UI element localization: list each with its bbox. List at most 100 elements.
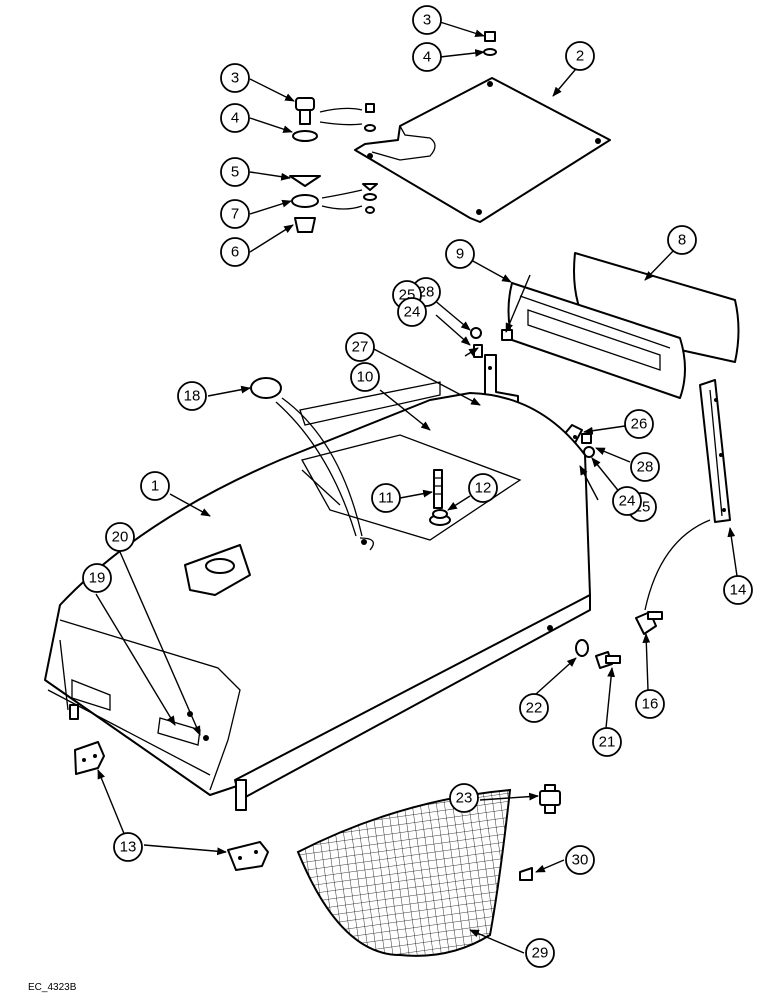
callout-number: 30 <box>572 852 589 869</box>
callout-number: 7 <box>231 206 239 223</box>
callout-circle <box>113 832 143 862</box>
bolt-washer-stack <box>289 97 378 233</box>
callout-number: 18 <box>184 388 201 405</box>
callout-number: 20 <box>112 529 129 546</box>
callout-circle <box>412 5 442 35</box>
callout-circle <box>177 381 207 411</box>
callout-7: 7 <box>220 199 250 229</box>
callout-24: 24 <box>612 486 642 516</box>
callout-circle <box>612 486 642 516</box>
callout-22: 22 <box>519 693 549 723</box>
callout-number: 19 <box>89 570 106 587</box>
callout-circle <box>220 103 250 133</box>
callout-circle <box>565 845 595 875</box>
callout-number: 24 <box>619 493 636 510</box>
callout-circle <box>624 409 654 439</box>
callout-number: 13 <box>120 839 137 856</box>
callout-number: 23 <box>456 790 473 807</box>
callout-19: 19 <box>82 563 112 593</box>
callout-29: 29 <box>525 938 555 968</box>
callout-number: 9 <box>456 246 464 263</box>
callout-11: 11 <box>371 483 401 513</box>
callout-6: 6 <box>220 237 250 267</box>
callout-circle <box>220 157 250 187</box>
callout-3: 3 <box>412 5 442 35</box>
callout-number: 22 <box>526 700 543 717</box>
callout-14: 14 <box>723 575 753 605</box>
callout-24: 24 <box>397 297 427 327</box>
callout-circle <box>592 727 622 757</box>
cover-plate <box>354 77 611 223</box>
drawing-reference: EC_4323B <box>28 982 77 993</box>
callout-8: 8 <box>667 225 697 255</box>
callout-5: 5 <box>220 157 250 187</box>
callout-4: 4 <box>412 42 442 72</box>
callout-circle <box>723 575 753 605</box>
callout-circle <box>397 297 427 327</box>
side-panel <box>644 379 731 611</box>
callout-circle <box>350 362 380 392</box>
callout-number: 8 <box>678 232 686 249</box>
hood <box>44 381 591 811</box>
callout-30: 30 <box>565 845 595 875</box>
bolt-and-washer-set <box>575 611 663 669</box>
callout-10: 10 <box>350 362 380 392</box>
callout-circle <box>140 471 170 501</box>
callout-circle <box>220 63 250 93</box>
callout-12: 12 <box>468 473 498 503</box>
air-duct <box>507 282 686 399</box>
callout-number: 4 <box>231 110 239 127</box>
mounting-clips <box>74 741 269 871</box>
callout-13: 13 <box>113 832 143 862</box>
callout-circle <box>630 452 660 482</box>
callout-circle <box>667 225 697 255</box>
callout-circle <box>82 563 112 593</box>
callout-number: 4 <box>423 49 431 66</box>
callout-4: 4 <box>220 103 250 133</box>
callout-number: 6 <box>231 244 239 261</box>
callout-21: 21 <box>592 727 622 757</box>
filler-cap <box>250 377 363 537</box>
callout-number: 2 <box>576 48 584 65</box>
top-bolt-small <box>483 31 497 56</box>
callout-2: 2 <box>565 41 595 71</box>
callout-number: 16 <box>642 696 659 713</box>
callout-number: 24 <box>404 304 421 321</box>
callout-circle <box>445 239 475 269</box>
isolator-mount <box>539 784 561 814</box>
callout-number: 1 <box>151 478 159 495</box>
callout-circle <box>635 689 665 719</box>
callout-circle <box>220 237 250 267</box>
callout-number: 10 <box>357 369 374 386</box>
callout-number: 29 <box>532 945 549 962</box>
callout-circle <box>468 473 498 503</box>
callout-number: 21 <box>599 734 616 751</box>
callout-16: 16 <box>635 689 665 719</box>
callout-28: 28 <box>630 452 660 482</box>
callout-27: 27 <box>345 332 375 362</box>
callout-3: 3 <box>220 63 250 93</box>
callout-circle <box>345 332 375 362</box>
callout-circle <box>449 783 479 813</box>
callout-number: 3 <box>231 70 239 87</box>
callout-number: 26 <box>631 416 648 433</box>
callout-1: 1 <box>140 471 170 501</box>
callout-18: 18 <box>177 381 207 411</box>
leader-lines <box>95 21 738 954</box>
callout-circle <box>105 522 135 552</box>
callout-circle <box>565 41 595 71</box>
callout-20: 20 <box>105 522 135 552</box>
callout-number: 12 <box>475 480 492 497</box>
stud-and-grommet <box>429 469 451 526</box>
callout-circle <box>220 199 250 229</box>
callout-26: 26 <box>624 409 654 439</box>
callout-number: 3 <box>423 12 431 29</box>
callout-circle <box>412 42 442 72</box>
callout-23: 23 <box>449 783 479 813</box>
callout-number: 28 <box>637 459 654 476</box>
callout-number: 11 <box>378 490 394 507</box>
callout-circle <box>371 483 401 513</box>
